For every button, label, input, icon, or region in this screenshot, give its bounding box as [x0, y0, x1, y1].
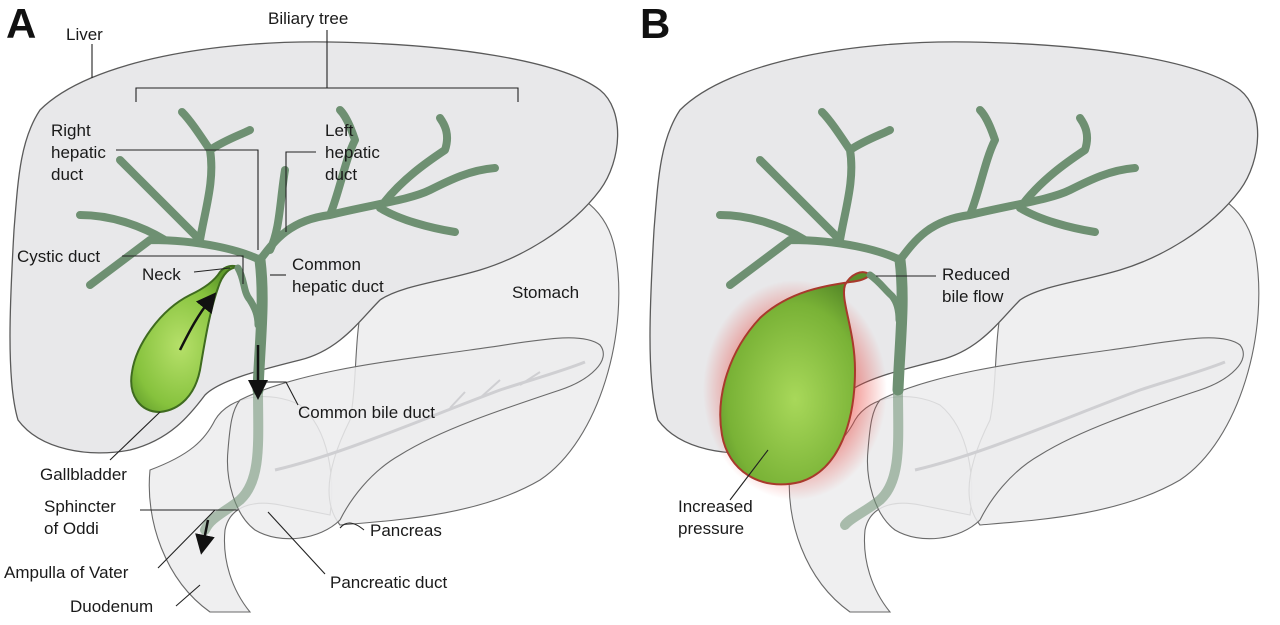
left-hepatic-label: Left hepatic duct	[325, 121, 385, 184]
common-hepatic-label: Common hepatic duct	[292, 255, 384, 296]
right-hepatic-label: Right hepatic duct	[51, 121, 111, 184]
pancreatic-duct-leader	[267, 511, 326, 575]
left-hepatic-label-line3: duct	[325, 165, 357, 184]
pancreas-leader	[339, 522, 365, 531]
common-hepatic-label-line2: hepatic duct	[292, 277, 384, 296]
pancreas-label: Pancreas	[370, 521, 442, 540]
increased-pressure-label: Increased pressure	[678, 497, 757, 538]
sphincter-label-line2: of Oddi	[44, 519, 99, 538]
sphincter-label-line1: Sphincter	[44, 497, 116, 516]
panel-a-letter: A	[6, 0, 36, 47]
panel-b-letter: B	[640, 0, 670, 47]
left-hepatic-leader	[285, 151, 316, 232]
right-hepatic-label-line2: hepatic	[51, 143, 106, 162]
gallbladder-leader	[109, 411, 161, 461]
cystic-duct-leader	[122, 255, 244, 284]
liver-label: Liver	[66, 25, 103, 44]
sphincter-label: Sphincter of Oddi	[44, 497, 121, 538]
pancreatic-duct-label: Pancreatic duct	[330, 573, 447, 592]
reduced-bile-flow-label: Reduced bile flow	[942, 265, 1015, 306]
neck-label: Neck	[142, 265, 181, 284]
pancreatic-duct-branches	[449, 371, 541, 409]
gallbladder-shape-b	[719, 271, 872, 486]
flow-arrow-up	[178, 292, 217, 351]
biliary-tree-label: Biliary tree	[268, 9, 348, 28]
panel-b: B Reduced bile flow Increased pressure	[640, 0, 1260, 613]
left-hepatic-label-line2: hepatic	[325, 143, 380, 162]
right-hepatic-leader	[116, 149, 259, 250]
biliary-tree-bracket	[135, 30, 519, 102]
left-hepatic-label-line1: Left	[325, 121, 354, 140]
gallbladder-label: Gallbladder	[40, 465, 127, 484]
biliary-ducts-b	[716, 106, 1139, 530]
right-hepatic-label-line1: Right	[51, 121, 91, 140]
reduced-bile-flow-line1: Reduced	[942, 265, 1010, 284]
duodenum-leader	[175, 584, 201, 607]
cystic-duct-shape	[234, 264, 262, 329]
common-bile-duct-leader	[266, 381, 299, 406]
stomach-label: Stomach	[512, 283, 579, 302]
reduced-bile-flow-line2: bile flow	[942, 287, 1004, 306]
ampulla-leader	[157, 509, 216, 569]
cystic-duct-label: Cystic duct	[17, 247, 100, 266]
common-hepatic-label-line1: Common	[292, 255, 361, 274]
pancreatic-duct-line-b	[914, 360, 1226, 472]
right-hepatic-label-line3: duct	[51, 165, 83, 184]
duodenum-label: Duodenum	[70, 597, 153, 616]
neck-leader	[193, 267, 231, 273]
increased-pressure-line2: pressure	[678, 519, 744, 538]
flow-arrow-ampulla	[195, 519, 215, 555]
common-bile-duct-label: Common bile duct	[298, 403, 435, 422]
ampulla-label: Ampulla of Vater	[4, 563, 129, 582]
increased-pressure-leader	[729, 449, 769, 501]
increased-pressure-line1: Increased	[678, 497, 753, 516]
cystic-duct-shape-b	[866, 271, 903, 324]
pancreatic-duct-line	[274, 360, 586, 472]
panel-a: A Biliary tree Liver	[4, 0, 620, 616]
